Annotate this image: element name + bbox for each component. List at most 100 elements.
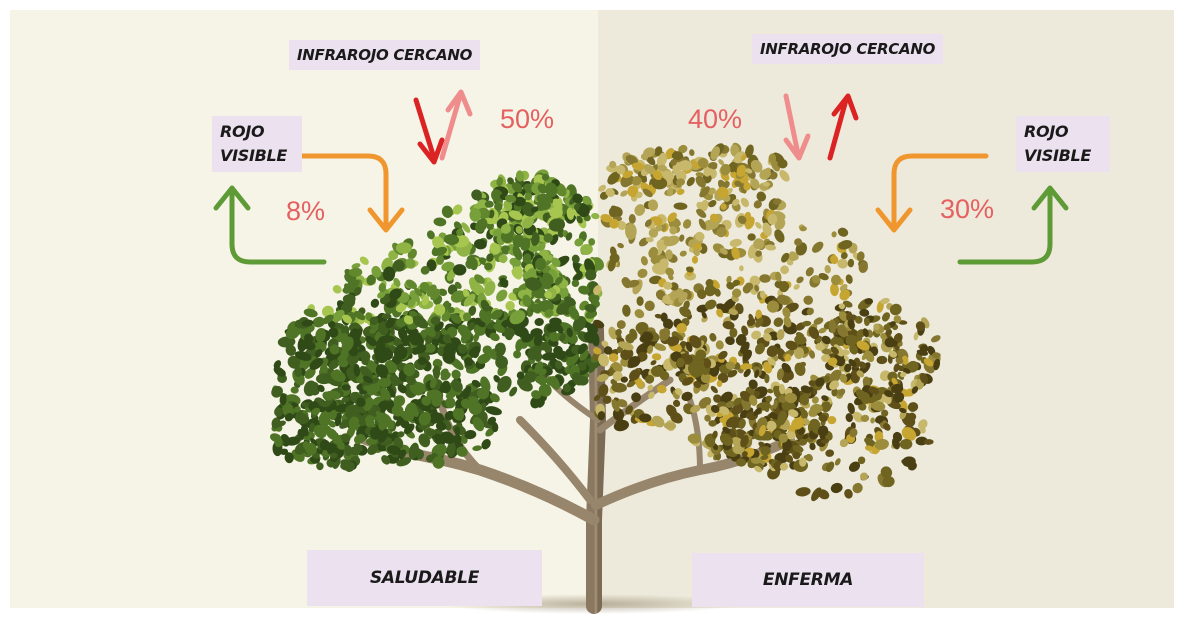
- leaf: [474, 238, 487, 250]
- leaf: [392, 259, 405, 272]
- leaf: [349, 347, 359, 357]
- leaf: [893, 315, 902, 324]
- leaf: [795, 487, 811, 497]
- leaf: [310, 438, 318, 447]
- leaf: [631, 176, 642, 186]
- leaf: [597, 373, 609, 382]
- leaf: [566, 207, 575, 220]
- leaf: [443, 234, 460, 246]
- leaf: [740, 390, 752, 402]
- leaf: [466, 322, 475, 332]
- leaf: [269, 433, 282, 443]
- leaf: [366, 274, 377, 286]
- leaf: [919, 426, 926, 434]
- leaf: [885, 328, 892, 337]
- leaf: [891, 383, 904, 394]
- leaf: [534, 317, 544, 327]
- leaf: [763, 332, 772, 342]
- incoming-light-arrow-head: [783, 133, 811, 161]
- leaf: [830, 283, 839, 297]
- leaf: [576, 215, 583, 224]
- leaf: [736, 458, 747, 467]
- leaf: [611, 382, 627, 393]
- leaf: [774, 229, 785, 243]
- leaf: [389, 288, 402, 300]
- leaf: [477, 353, 491, 364]
- leaf: [811, 487, 822, 502]
- leaf: [838, 388, 846, 396]
- leaf: [678, 160, 693, 171]
- leaf: [513, 196, 526, 207]
- leaf: [472, 445, 483, 451]
- leaf: [760, 454, 769, 461]
- leaf: [500, 231, 514, 244]
- leaf: [470, 282, 485, 295]
- leaf: [584, 304, 597, 313]
- leaf: [322, 314, 334, 325]
- leaf: [615, 328, 622, 336]
- leaf: [704, 435, 716, 448]
- leaf: [608, 353, 619, 363]
- leaf: [919, 373, 929, 384]
- leaf: [663, 421, 677, 430]
- leaf: [709, 213, 719, 223]
- leaf: [403, 315, 414, 325]
- leaf: [781, 362, 792, 374]
- leaf: [612, 371, 623, 382]
- incoming-light-arrow: [299, 153, 389, 231]
- leaf: [363, 385, 374, 391]
- leaf: [710, 385, 718, 394]
- leaf: [600, 213, 613, 223]
- leaf: [440, 368, 449, 378]
- leaf: [432, 365, 441, 380]
- leaf: [452, 204, 463, 215]
- incoming-light-arrow: [783, 93, 801, 157]
- leaf: [622, 170, 634, 179]
- leaf: [897, 365, 905, 372]
- leaf: [899, 407, 907, 414]
- leaf: [505, 301, 515, 311]
- leaf: [767, 213, 778, 225]
- leaf: [355, 328, 363, 340]
- leaf: [532, 231, 540, 243]
- leaf: [432, 456, 445, 469]
- leaf: [764, 374, 770, 384]
- leaf: [923, 439, 934, 445]
- leaf: [315, 328, 326, 343]
- leaf: [762, 181, 770, 187]
- leaf: [756, 191, 767, 202]
- leaf: [739, 407, 754, 419]
- leaf: [405, 374, 416, 386]
- leaf: [464, 429, 477, 440]
- leaf: [303, 308, 318, 318]
- leaf: [744, 282, 754, 291]
- leaf: [642, 331, 654, 342]
- leaf: [858, 261, 869, 273]
- leaf: [413, 382, 422, 393]
- leaf: [486, 222, 495, 230]
- leaf: [775, 271, 782, 282]
- leaf: [620, 357, 630, 367]
- leaf: [740, 434, 749, 448]
- leaf: [522, 294, 532, 307]
- leaf: [799, 394, 810, 406]
- leaf: [555, 183, 567, 197]
- leaf: [571, 254, 580, 264]
- leaf: [832, 336, 839, 343]
- leaf: [858, 361, 867, 369]
- leaf: [760, 446, 771, 456]
- leaf: [754, 284, 759, 292]
- leaf: [580, 202, 589, 213]
- leaf: [860, 414, 870, 423]
- leaf: [634, 204, 646, 216]
- leaf: [887, 340, 898, 347]
- leaf: [388, 250, 399, 260]
- healthy-panel-background: [10, 10, 598, 608]
- leaf: [301, 319, 314, 327]
- leaf: [420, 265, 430, 275]
- leaf: [755, 309, 763, 320]
- leaf: [598, 353, 610, 367]
- leaf: [888, 350, 897, 358]
- leaf: [743, 182, 751, 191]
